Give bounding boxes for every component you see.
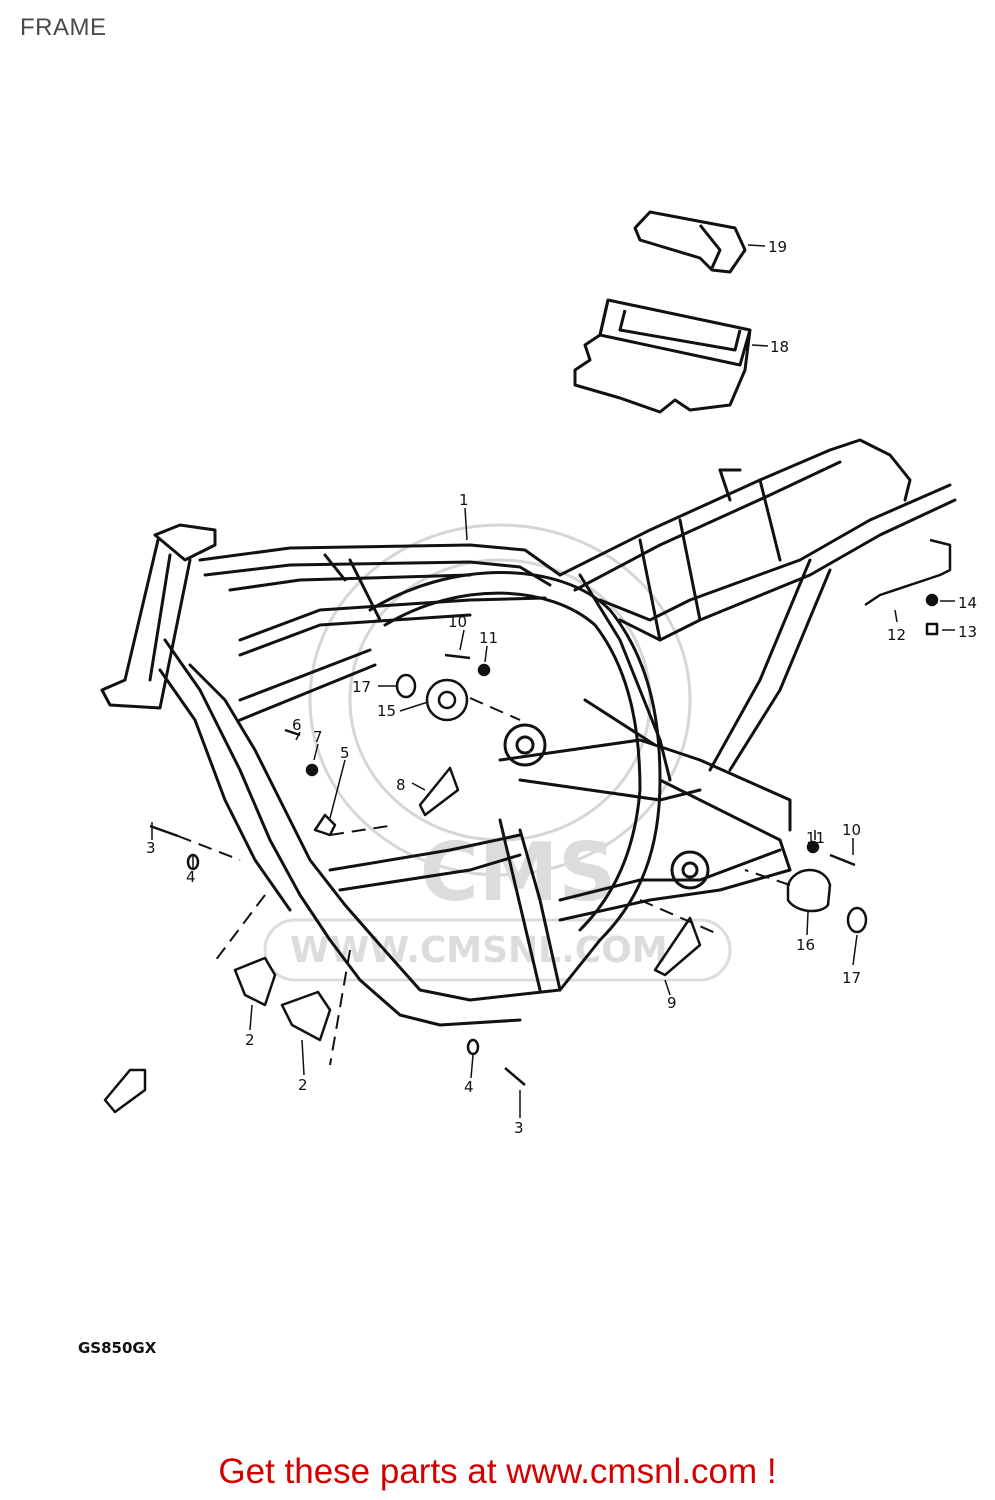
label-part-11b: 11 [806,829,825,847]
label-part-1: 1 [459,491,469,509]
label-part-12: 12 [887,626,906,644]
label-part-16: 16 [796,936,815,954]
label-part-4b: 4 [464,1078,474,1096]
label-part-15: 15 [377,702,396,720]
part-labels: 1 2 2 3 3 4 4 5 6 7 8 9 10 10 11 11 12 1… [146,238,977,1137]
label-part-8: 8 [396,776,406,794]
label-part-2a: 2 [245,1031,255,1049]
label-part-5: 5 [340,744,350,762]
label-part-19: 19 [768,238,787,256]
label-part-17a: 17 [352,678,371,696]
cover [633,210,747,274]
label-part-17b: 17 [842,969,861,987]
small-parts [103,538,952,1114]
label-part-2b: 2 [298,1076,308,1094]
assembly-dash-lines [177,697,791,1066]
label-part-10a: 10 [448,613,467,631]
label-part-7: 7 [313,728,323,746]
label-part-4a: 4 [186,868,196,886]
leader-lines [151,244,955,1118]
label-part-14: 14 [958,594,977,612]
label-part-9: 9 [667,994,677,1012]
watermark-url: WWW.CMSNL.COM [290,930,668,971]
label-part-3a: 3 [146,839,156,857]
label-part-13: 13 [958,623,977,641]
footer-cms-link[interactable]: Get these parts at www.cmsnl.com ! [218,1452,777,1491]
label-part-18: 18 [770,338,789,356]
label-part-11a: 11 [479,629,498,647]
battery-tray [573,298,752,414]
label-part-10b: 10 [842,821,861,839]
model-code: GS850GX [78,1339,157,1357]
main-frame [100,438,957,1027]
page-title: FRAME [20,14,107,41]
label-part-3b: 3 [514,1119,524,1137]
label-part-6: 6 [292,716,302,734]
